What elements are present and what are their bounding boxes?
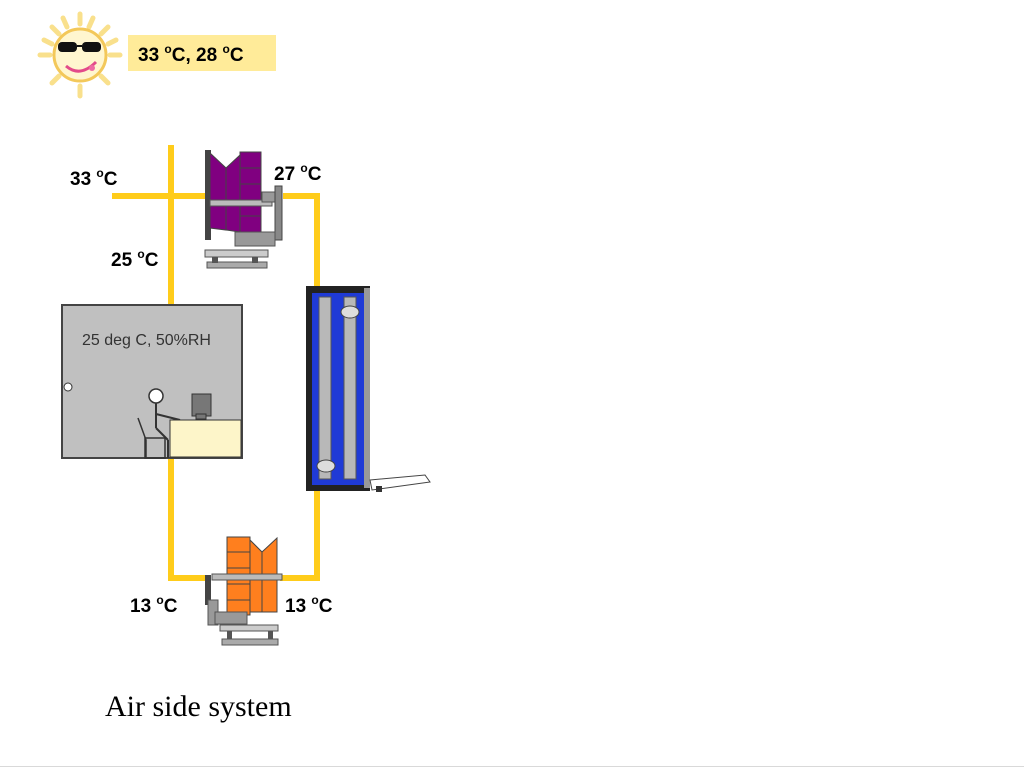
- mixed-air-temp-label: 27 oC: [274, 161, 322, 185]
- bottom-divider: [0, 766, 1024, 767]
- desk-icon: [169, 393, 242, 458]
- air-handling-unit-bottom: [205, 536, 283, 646]
- supply-temp-label: 25 oC: [111, 247, 159, 271]
- sun-icon: [37, 11, 123, 99]
- intake-temp-label: 33 oC: [70, 166, 118, 190]
- air-handling-unit-top: [204, 150, 283, 269]
- conditioned-room: 25 deg C, 50%RH: [61, 304, 243, 459]
- outdoor-temp-badge: 33 oC, 28 oC: [128, 35, 276, 71]
- duct-network: [112, 145, 320, 581]
- svg-text:33 oC, 28 oC: 33 oC, 28 oC: [138, 42, 244, 66]
- door-knob-icon: [63, 382, 73, 392]
- cooling-coil: [306, 286, 431, 492]
- return-temp-right-label: 13 oC: [285, 593, 333, 617]
- room-condition-label: 25 deg C, 50%RH: [82, 332, 211, 349]
- office-worker-icon: [137, 388, 181, 459]
- diagram-caption: Air side system: [105, 690, 292, 723]
- return-temp-left-label: 13 oC: [130, 593, 178, 617]
